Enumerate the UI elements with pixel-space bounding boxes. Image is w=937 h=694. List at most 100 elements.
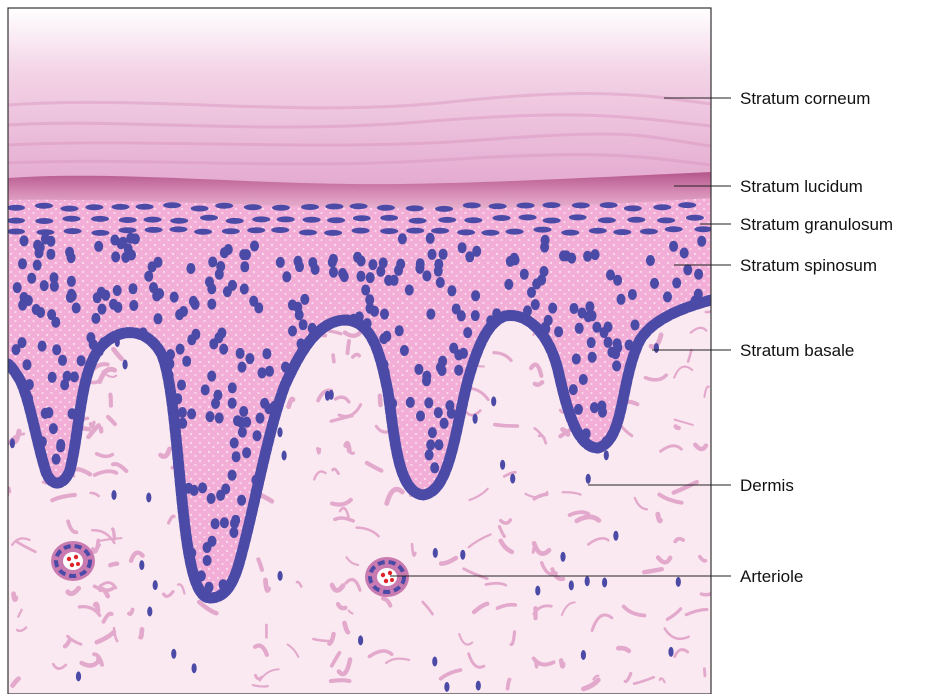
spinosum-nucleus: [380, 309, 389, 320]
spinosum-nucleus: [631, 341, 640, 352]
granulosum-nucleus: [191, 206, 209, 212]
spinosum-nucleus: [381, 367, 390, 378]
spinosum-nucleus: [245, 353, 254, 364]
spinosum-nucleus: [129, 300, 138, 311]
spinosum-nucleus: [129, 283, 138, 294]
spinosum-nucleus: [148, 261, 157, 272]
spinosum-nucleus: [174, 449, 183, 460]
spinosum-nucleus: [587, 337, 596, 348]
spinosum-nucleus: [239, 249, 248, 260]
granulosum-nucleus: [657, 217, 675, 223]
spinosum-nucleus: [293, 302, 302, 313]
spinosum-nucleus: [308, 323, 317, 334]
dermis-nucleus: [278, 571, 283, 581]
dermis-nucleus: [476, 681, 481, 691]
spinosum-nucleus: [231, 515, 240, 526]
spinosum-nucleus: [214, 332, 223, 343]
spinosum-nucleus: [51, 317, 60, 328]
collagen-fiber: [110, 395, 111, 406]
spinosum-nucleus: [251, 475, 260, 486]
spinosum-nucleus: [215, 413, 224, 424]
spinosum-nucleus: [669, 241, 678, 252]
granulosum-nucleus: [694, 226, 712, 232]
spinosum-nucleus: [220, 247, 229, 258]
spinosum-nucleus: [570, 303, 579, 314]
spinosum-nucleus: [575, 323, 584, 334]
spinosum-nucleus: [424, 397, 433, 408]
spinosum-nucleus: [240, 261, 249, 272]
granulosum-nucleus: [222, 228, 240, 234]
granulosum-nucleus: [624, 205, 642, 211]
granulosum-nucleus: [91, 230, 109, 236]
granulosum-nucleus: [598, 217, 616, 223]
spinosum-nucleus: [67, 276, 76, 287]
granulosum-nucleus: [215, 203, 233, 209]
spinosum-nucleus: [220, 517, 229, 528]
granulosum-nucleus: [489, 203, 507, 209]
spinosum-nucleus: [262, 348, 271, 359]
dermis-nucleus: [123, 360, 128, 370]
spinosum-nucleus: [50, 281, 59, 292]
spinosum-nucleus: [36, 242, 45, 253]
spinosum-nucleus: [139, 327, 148, 338]
granulosum-nucleus: [431, 228, 449, 234]
spinosum-nucleus: [176, 344, 185, 355]
spinosum-nucleus: [154, 313, 163, 324]
granulosum-nucleus: [380, 228, 398, 234]
spinosum-nucleus: [602, 436, 611, 447]
spinosum-nucleus: [537, 275, 546, 286]
spinosum-nucleus: [439, 249, 448, 260]
spinosum-nucleus: [430, 462, 439, 473]
spinosum-nucleus: [251, 486, 260, 497]
spinosum-nucleus: [281, 362, 290, 373]
spinosum-nucleus: [66, 292, 75, 303]
granulosum-nucleus: [61, 206, 79, 212]
spinosum-nucleus: [32, 304, 41, 315]
granulosum-nucleus: [299, 230, 317, 236]
granulosum-nucleus: [464, 217, 482, 223]
spinosum-nucleus: [435, 439, 444, 450]
granulosum-nucleus: [640, 229, 658, 235]
spinosum-nucleus: [253, 430, 262, 441]
spinosum-nucleus: [201, 384, 210, 395]
granulosum-nucleus: [36, 229, 54, 235]
spinosum-nucleus: [98, 304, 107, 315]
granulosum-nucleus: [561, 230, 579, 236]
granulosum-nucleus: [506, 229, 524, 235]
granulosum-nucleus: [569, 214, 587, 220]
spinosum-nucleus: [471, 290, 480, 301]
spinosum-nucleus: [228, 280, 237, 291]
spinosum-nucleus: [436, 362, 445, 373]
granulosum-nucleus: [353, 215, 371, 221]
spinosum-nucleus: [77, 355, 86, 366]
spinosum-nucleus: [234, 558, 243, 569]
granulosum-nucleus: [543, 202, 561, 208]
dermis-nucleus: [602, 578, 607, 588]
spinosum-nucleus: [256, 413, 265, 424]
granulosum-nucleus: [352, 228, 370, 234]
spinosum-nucleus: [72, 303, 81, 314]
spinosum-nucleus: [33, 260, 42, 271]
spinosum-nucleus: [447, 408, 456, 419]
spinosum-nucleus: [523, 305, 532, 316]
granulosum-nucleus: [170, 226, 188, 232]
spinosum-nucleus: [219, 579, 228, 590]
collagen-fiber: [110, 564, 117, 565]
granulosum-nucleus: [665, 226, 683, 232]
spinosum-nucleus: [548, 303, 557, 314]
spinosum-nucleus: [46, 236, 55, 247]
spinosum-nucleus: [127, 250, 136, 261]
spinosum-nucleus: [511, 254, 520, 265]
spinosum-nucleus: [574, 404, 583, 415]
spinosum-nucleus: [65, 247, 74, 258]
granulosum-nucleus: [144, 217, 162, 223]
spinosum-nucleus: [527, 287, 536, 298]
granulosum-nucleus: [678, 202, 696, 208]
granulosum-nucleus: [613, 229, 631, 235]
spinosum-nucleus: [178, 407, 187, 418]
collagen-fiber: [658, 514, 661, 521]
spinosum-nucleus: [398, 233, 407, 244]
granulosum-nucleus: [271, 227, 289, 233]
spinosum-nucleus: [254, 302, 263, 313]
